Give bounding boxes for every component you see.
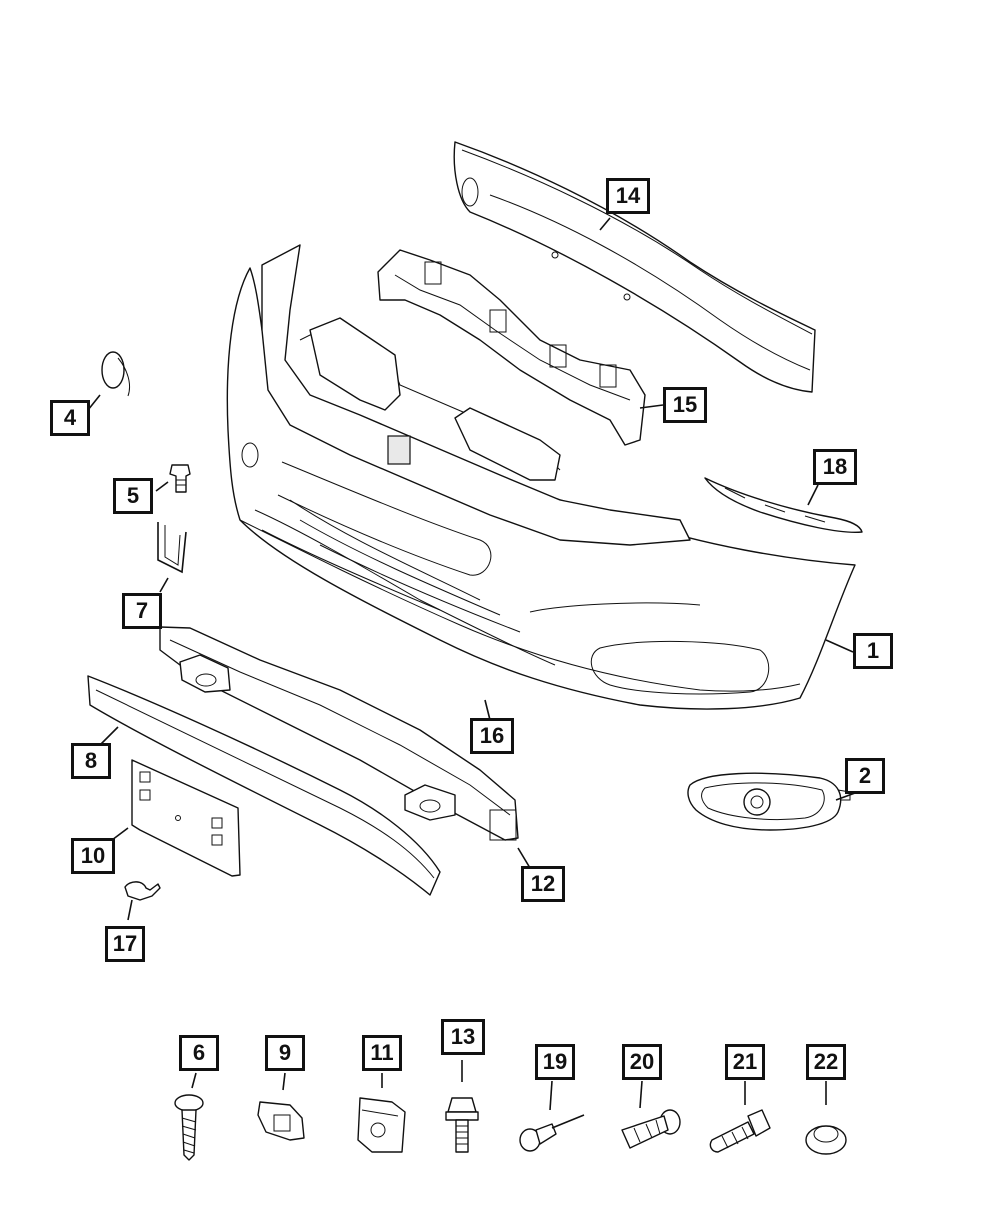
part-2-fog-bezel[interactable] [687, 772, 851, 831]
callout-14[interactable]: 14 [606, 178, 650, 214]
part-4-cap[interactable] [101, 351, 131, 397]
fascia-upper-structure [261, 244, 691, 546]
callout-22[interactable]: 22 [806, 1044, 846, 1080]
part-22-nut[interactable] [805, 1125, 847, 1155]
part-9-clip[interactable] [257, 1101, 305, 1141]
part-21-bolt[interactable] [709, 1109, 771, 1153]
callout-8[interactable]: 8 [71, 743, 111, 779]
part-10-plate-bracket[interactable] [131, 759, 241, 877]
callout-20[interactable]: 20 [622, 1044, 662, 1080]
part-8-long-strip[interactable] [87, 675, 441, 896]
callout-19[interactable]: 19 [535, 1044, 575, 1080]
part-13-bolt[interactable] [445, 1097, 479, 1153]
part-19-rivet[interactable] [519, 1114, 585, 1152]
part-1-fascia[interactable] [226, 267, 856, 710]
part-5-bolt[interactable] [169, 464, 191, 493]
callout-1[interactable]: 1 [853, 633, 893, 669]
callout-12[interactable]: 12 [521, 866, 565, 902]
part-7-u-clip[interactable] [157, 522, 187, 574]
callout-9[interactable]: 9 [265, 1035, 305, 1071]
callout-10[interactable]: 10 [71, 838, 115, 874]
callout-17[interactable]: 17 [105, 926, 145, 962]
part-17-screw[interactable] [124, 881, 161, 901]
part-12-lower-rail[interactable] [159, 626, 519, 841]
part-18-trim-strip[interactable] [704, 477, 863, 533]
callout-16[interactable]: 16 [470, 718, 514, 754]
part-15-bracket[interactable] [377, 249, 646, 446]
part-20-push-fastener[interactable] [621, 1109, 681, 1149]
callout-4[interactable]: 4 [50, 400, 90, 436]
callout-15[interactable]: 15 [663, 387, 707, 423]
callout-18[interactable]: 18 [813, 449, 857, 485]
callout-6[interactable]: 6 [179, 1035, 219, 1071]
part-6-screw[interactable] [174, 1094, 204, 1161]
callout-13[interactable]: 13 [441, 1019, 485, 1055]
part-11-nut-clip[interactable] [357, 1097, 406, 1153]
callout-11[interactable]: 11 [362, 1035, 402, 1071]
callout-21[interactable]: 21 [725, 1044, 765, 1080]
callout-5[interactable]: 5 [113, 478, 153, 514]
callout-7[interactable]: 7 [122, 593, 162, 629]
callout-2[interactable]: 2 [845, 758, 885, 794]
